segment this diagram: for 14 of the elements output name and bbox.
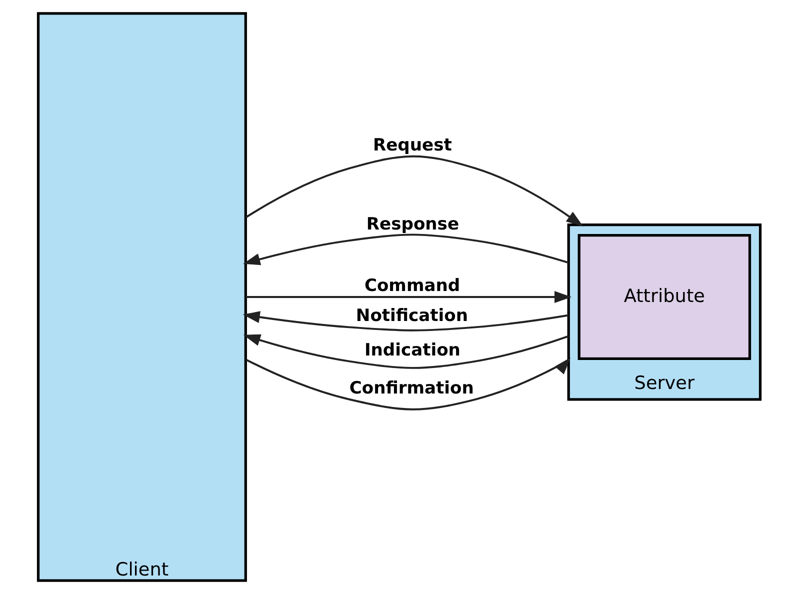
edge-label: Indication [364,340,460,360]
arrow [242,311,568,332]
arrow [242,334,568,369]
edge-label: Request [372,136,452,156]
arrow [242,234,568,266]
edge-label: Response [366,214,459,234]
edge-label: Command [364,276,460,296]
node-box: Attribute [577,234,751,360]
edge-label: Confirmation [348,378,474,398]
arrow [245,358,570,410]
node-box: Client [36,12,246,582]
arrow [245,291,572,303]
arrow [244,155,583,227]
edge-label: Notification [355,306,468,326]
